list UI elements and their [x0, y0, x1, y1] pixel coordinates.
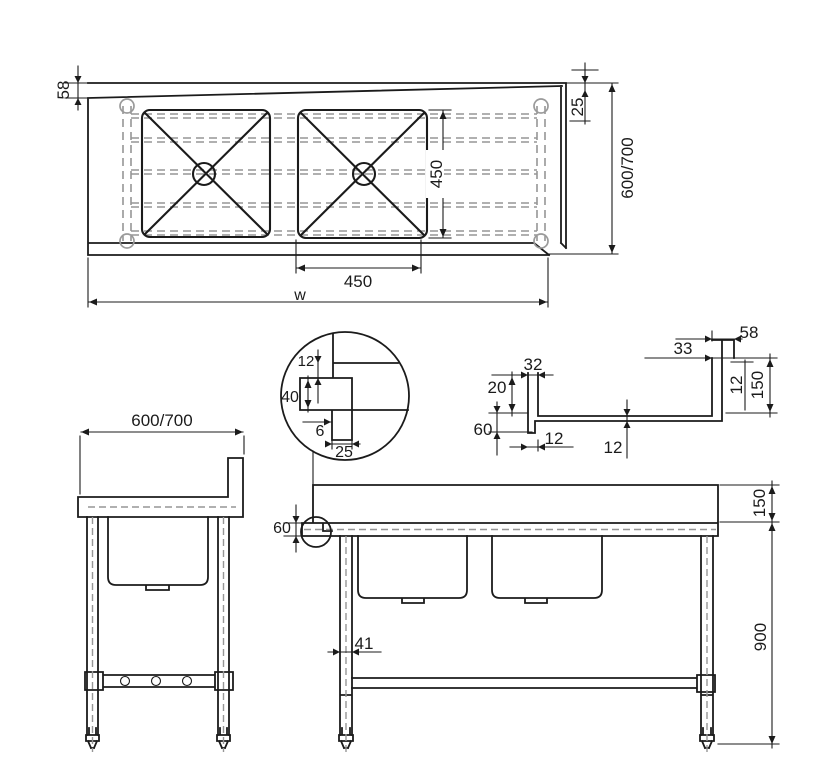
- detail-label-25: 25: [335, 444, 353, 461]
- front-view: 60 41 150 900: [273, 480, 780, 752]
- plan-view: 58 25 600/700 450 450 w: [54, 62, 637, 308]
- detail-profile-lines: [299, 333, 409, 441]
- dim-label-w: w: [293, 287, 306, 304]
- side-label-600-700: 600/700: [131, 411, 192, 430]
- bowl-slope-lines: [299, 111, 426, 237]
- front-bowl-right: [491, 535, 603, 604]
- section-profile-view: 32 20 60 12 12 33 58 12 150: [474, 323, 778, 459]
- front-label-60: 60: [273, 520, 291, 537]
- rail-hole: [181, 675, 193, 687]
- detail-label-6: 6: [316, 423, 325, 440]
- hidden-frame-lines: [122, 106, 546, 241]
- detail-dimension-arrowheads: [304, 356, 359, 448]
- plan-outline: [87, 82, 568, 257]
- side-legs: [86, 516, 230, 736]
- side-centerlines: [88, 506, 236, 752]
- front-legs: [339, 535, 714, 736]
- detail-dimension-lines: [302, 349, 361, 450]
- section-label-150: 150: [748, 371, 767, 399]
- section-label-60: 60: [474, 420, 493, 439]
- rail-hole: [119, 675, 131, 687]
- side-bowl: [107, 516, 209, 591]
- section-label-20: 20: [488, 378, 507, 397]
- side-view: 600/700: [77, 411, 245, 752]
- detail-circle: [280, 331, 410, 461]
- leg-position-circle: [119, 233, 135, 249]
- dim-label-450-horizontal: 450: [344, 272, 372, 291]
- section-label-12-top: 12: [604, 438, 623, 457]
- front-label-41: 41: [355, 634, 374, 653]
- dim-label-600-700: 600/700: [618, 137, 637, 198]
- front-cross-rail: [351, 674, 716, 693]
- front-adjustable-feet: [338, 727, 715, 750]
- detail-label-12: 12: [298, 353, 315, 370]
- leg-position-circle: [533, 233, 549, 249]
- section-label-32: 32: [524, 355, 543, 374]
- front-dimension-lines: [283, 480, 780, 749]
- side-adjustable-feet: [85, 727, 231, 750]
- detail-label-40: 40: [281, 389, 299, 406]
- section-label-12-hem: 12: [545, 429, 564, 448]
- front-dimension-arrowheads: [292, 486, 776, 744]
- bowl-rim: [140, 108, 272, 239]
- dim-label-58: 58: [54, 81, 73, 100]
- section-label-58: 58: [740, 323, 759, 342]
- section-label-12-splash: 12: [727, 376, 746, 395]
- edge-detail-view: 12 40 6 25: [280, 331, 410, 519]
- side-bench-outline: [77, 457, 244, 518]
- bowl-slope-lines: [143, 111, 269, 236]
- dim-label-25: 25: [568, 98, 587, 117]
- front-label-150: 150: [750, 489, 769, 517]
- plan-dimension-lines: [64, 62, 619, 308]
- side-dimension-lines: [79, 431, 245, 495]
- front-centerlines: [304, 528, 716, 752]
- detail-reference-circle: [300, 516, 332, 548]
- rail-hole: [150, 675, 162, 687]
- section-label-33: 33: [674, 339, 693, 358]
- leg-position-circle: [533, 98, 549, 114]
- sink-bowl-left-plan: [140, 108, 272, 239]
- section-profile-lines: [527, 339, 735, 434]
- plan-hidden-underframe: [119, 98, 549, 249]
- leg-position-circle: [119, 98, 135, 114]
- front-label-900: 900: [751, 623, 770, 651]
- drain-circle: [351, 161, 377, 187]
- side-cross-rail: [84, 671, 234, 691]
- label-mask: [426, 150, 444, 198]
- front-splashback-and-top: [301, 484, 719, 537]
- drain-circle: [191, 161, 217, 187]
- dim-label-450-vertical: 450: [427, 160, 446, 188]
- front-bowl-left: [357, 535, 468, 604]
